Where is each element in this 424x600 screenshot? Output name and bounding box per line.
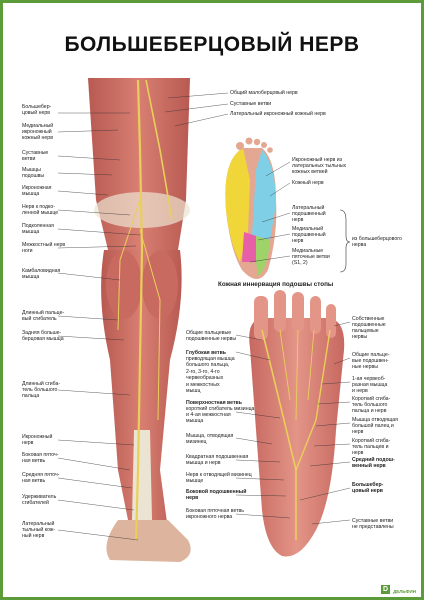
label-sole-muscles: Мышцы подошвы — [22, 167, 45, 179]
sole-toe-5 — [267, 147, 273, 153]
achilles-tendon — [132, 430, 152, 520]
foot-leader-lines — [235, 321, 351, 525]
label-common-digital: Общие пальцевые подошвенные нервы — [186, 330, 237, 342]
label-tibialis-posterior: Задняя больше- берцовая мышца — [22, 330, 64, 342]
label-sural-nerve: Икроножный нерв — [22, 434, 53, 446]
label-lumbricals: 2-го, 3-го, 4-го червеобразных — [186, 369, 224, 381]
foot-dissection — [249, 290, 345, 557]
peroneal-nerve — [145, 79, 173, 221]
gastrocnemius-medial — [106, 251, 142, 319]
zone-cyan — [252, 150, 276, 240]
label-deep-branch: Глубокая ветвь — [186, 350, 226, 356]
label-soleus: Камбаловидная мышца — [22, 268, 61, 280]
label-common-digital-right: Общие пальце- вые подошвен- ные нервы — [352, 352, 390, 370]
label-medial-sural-nerve: Медиальный икроножный кожный нерв — [22, 123, 54, 141]
sole-toe-3 — [253, 138, 261, 146]
label-abductor-hallucis: Мышца отводящая большой палец и нерв — [352, 417, 398, 435]
label-flexor-retinaculum: Удерживатель сгибателей — [22, 494, 57, 506]
label-abductor-digiti-minimi: Мышца, отводящая мизинец — [186, 433, 234, 445]
label-articular-not-shown: Суставные ветви не представлены — [352, 518, 394, 530]
label-sole-cutaneous: Кожный нерв — [292, 180, 324, 186]
label-tibial-nerve: Большебер- цовый нерв — [22, 104, 52, 116]
medial-plantar-nerve — [261, 329, 297, 540]
label-flexor-digitorum-longus: Длинный пальце- вый сгибатель — [22, 310, 65, 322]
sole-toe-2 — [245, 137, 253, 145]
brand-icon: D — [381, 585, 390, 594]
poster-title: БОЛЬШЕБЕРЦОВЫЙ НЕРВ — [64, 33, 360, 56]
label-flexor-digitorum-brevis: Короткий сгиба- тель пальцев и нерв — [352, 438, 391, 456]
interosseous-nerve — [139, 229, 161, 421]
ankle-foot — [106, 520, 191, 562]
sole-diagram — [225, 137, 277, 279]
label-adductor-hallucis: приводящая мышца большого пальца, — [186, 356, 235, 368]
label-gastrocnemius: Икроножная мышца — [22, 185, 52, 197]
label-quadratus-plantae: Квадратная подошвенная мышца и нерв — [186, 454, 249, 466]
zone-green — [256, 236, 270, 276]
tibial-nerve — [134, 79, 144, 541]
label-flexor-hallucis-brevis: Короткий сгиба- тель большого пальца и н… — [352, 396, 391, 414]
label-flexor-digiti-minimi: короткий сгибатель мизинца и 4-ая межкос… — [186, 406, 255, 424]
label-interosseous-nerve: Межкостный нерв ноги — [22, 242, 66, 254]
label-sole-lateral-plantar: Латеральный подошвенный нерв — [292, 205, 326, 223]
toe-2 — [274, 290, 286, 332]
label-common-peroneal: Общий малоберцовый нерв — [230, 90, 298, 96]
label-from-tibial: из большеберцового нерва — [352, 236, 402, 248]
leg-leader-lines — [57, 92, 229, 541]
toe-5 — [326, 304, 336, 338]
sole-toe-1 — [236, 142, 244, 150]
label-sole-sural: Икроножный нерв из латеральных тыльных к… — [292, 157, 347, 175]
label-lateral-sural: Латеральный икроножный кожный нерв — [230, 111, 326, 117]
leg-illustration — [88, 78, 191, 562]
label-sole-medial-calcaneal: Медиальные пяточные ветви (S1, 2) — [292, 248, 330, 266]
label-lateral-plantar-nerve: Боковой подошвенный нерв — [186, 489, 247, 501]
sole-caption: Кожная иннервация подошвы стопы — [218, 281, 334, 288]
label-articular-branches: Суставные ветви — [22, 150, 49, 162]
label-tibial-nerve-foot: Большебер- цовый нерв — [352, 482, 384, 494]
toe-3 — [292, 292, 304, 332]
sole-leader-lines — [249, 161, 291, 263]
lateral-plantar-nerve — [295, 329, 331, 471]
sole-toe-4 — [261, 142, 267, 148]
label-lateral-dorsal-cutaneous: Латеральный тыльный кож- ный нерв — [22, 521, 56, 539]
brand-logo: ДЕЛЬФИН — [393, 589, 416, 594]
sural-branch — [117, 199, 141, 331]
label-popliteus: Подколенная мышца — [22, 223, 54, 235]
digital-nerves — [279, 329, 315, 421]
zone-pink — [242, 232, 256, 262]
label-nerve-abductor-minimi: Нерв к отводящей мизинец мышце — [186, 472, 252, 484]
label-first-lumbrical: 1-ая червеоб- разная мышца и нерв — [352, 376, 388, 394]
label-articular-top: Суставные ветви — [230, 101, 272, 107]
brace — [339, 209, 351, 273]
label-lateral-calcaneal: Боковая пяточ- ная ветвь — [22, 452, 59, 464]
label-superficial-branch: Поверхностная ветвь — [186, 400, 242, 406]
calf-muscles — [101, 250, 182, 530]
label-sole-medial-plantar: Медиальный подошвенный нерв — [292, 226, 326, 244]
label-nerve-popliteus: Нерв к подко- ленной мышце — [22, 204, 59, 216]
zone-yellow — [225, 148, 250, 262]
label-medial-calcaneal: Средняя пяточ- ная ветвь — [22, 472, 60, 484]
label-medial-plantar-nerve: Средний подош- венный нерв — [352, 457, 395, 469]
label-flexor-hallucis-longus: Длинный сгиба- тель большого пальца — [22, 381, 61, 399]
label-lateral-calcaneal-sural: Боковая пяточная ветвь икроножного нерва — [186, 508, 244, 520]
toe-1 — [254, 296, 268, 340]
label-proper-digital: Собственные подошвенные пальцевые нервы — [352, 316, 386, 340]
label-interossei: и межкостных мышц — [186, 382, 220, 394]
toe-4 — [310, 296, 321, 334]
